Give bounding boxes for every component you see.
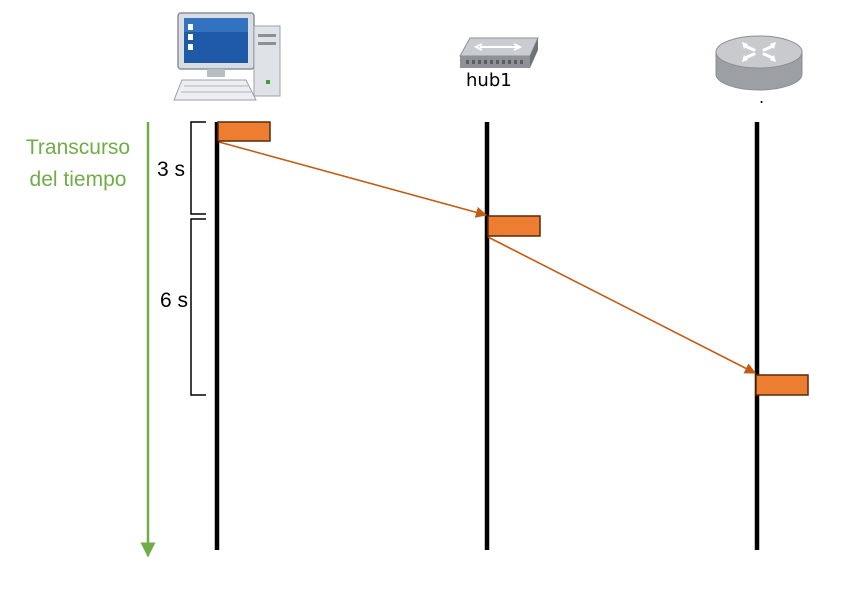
time-axis-label: Transcurso del tiempo (14, 132, 142, 196)
time-axis-label-line1: Transcurso (25, 136, 131, 159)
duration-bracket-6s (190, 218, 206, 396)
message-arrow-hub-to-router (487, 236, 756, 374)
router-name-label: . (759, 88, 765, 107)
router-icon (715, 35, 803, 91)
hub-name-label: hub1 (466, 70, 512, 91)
time-axis-label-line2: del tiempo (29, 168, 127, 191)
packet-at-hub (487, 215, 541, 237)
computer-icon (173, 12, 281, 101)
message-arrow-computer-to-hub (218, 141, 488, 218)
packet-at-computer (217, 121, 271, 142)
hub-icon (459, 37, 539, 68)
duration-label-6s: 6 s (160, 289, 189, 312)
duration-bracket-3s (190, 121, 206, 215)
packet-at-router (755, 374, 809, 396)
duration-label-3s: 3 s (157, 158, 186, 181)
